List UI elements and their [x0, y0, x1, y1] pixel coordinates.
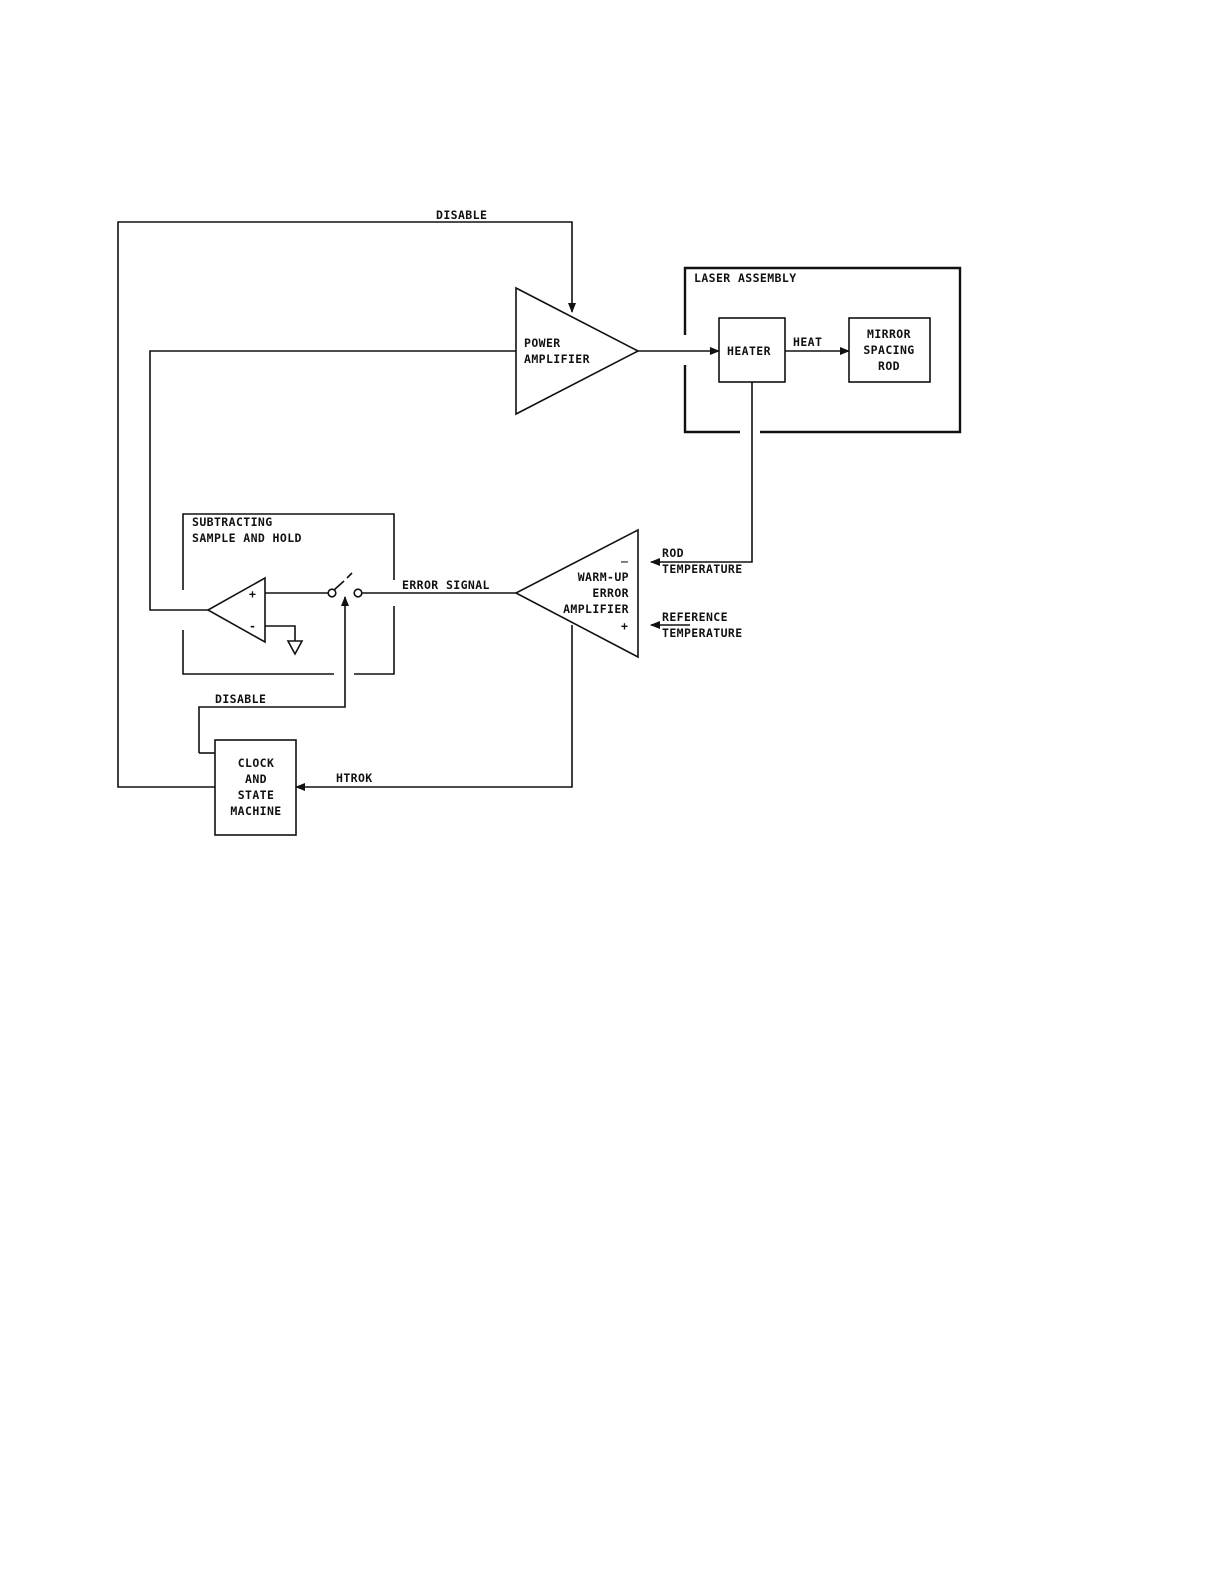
clock-label-3: STATE: [238, 788, 275, 802]
heater-label: HEATER: [727, 344, 771, 358]
warmup-label-1: WARM-UP: [578, 570, 629, 584]
laser-assembly-label: LASER ASSEMBLY: [694, 271, 797, 285]
clock-label-2: AND: [245, 772, 267, 786]
switch-terminal-right: [354, 589, 362, 597]
sample-hold-label-2: SAMPLE AND HOLD: [192, 531, 302, 545]
clock-label-1: CLOCK: [238, 756, 275, 770]
rod-temp-label-1: ROD: [662, 546, 684, 560]
power-amplifier-label-1: POWER: [524, 336, 561, 350]
hold-to-power-amp-line: [150, 351, 516, 610]
warmup-plus-sign: +: [621, 619, 628, 633]
disable-bottom-line: [199, 597, 345, 753]
mirror-label-1: MIRROR: [867, 327, 911, 341]
disable-bottom-label: DISABLE: [215, 692, 266, 706]
hold-opamp-minus: -: [249, 619, 256, 633]
power-amplifier-triangle: [516, 288, 638, 414]
mirror-label-2: SPACING: [863, 343, 914, 357]
htrok-label: HTROK: [336, 771, 373, 785]
warmup-label-2: ERROR: [592, 586, 629, 600]
rod-temp-label-2: TEMPERATURE: [662, 562, 743, 576]
clock-label-4: MACHINE: [230, 804, 281, 818]
mirror-label-3: ROD: [878, 359, 900, 373]
opamp-minus-to-ground-line: [265, 626, 295, 641]
warmup-minus-sign: _: [621, 549, 628, 564]
power-amplifier-label-2: AMPLIFIER: [524, 352, 590, 366]
rod-temperature-feedback-line: [651, 382, 752, 562]
ref-temp-label-2: TEMPERATURE: [662, 626, 743, 640]
ground-symbol: [288, 641, 302, 654]
hold-opamp-plus: +: [249, 587, 256, 601]
switch-blade: [334, 581, 344, 590]
ref-temp-label-1: REFERENCE: [662, 610, 728, 624]
error-signal-label: ERROR SIGNAL: [402, 578, 490, 592]
htrok-line: [296, 625, 572, 787]
heat-label: HEAT: [793, 335, 822, 349]
sample-hold-label-1: SUBTRACTING: [192, 515, 273, 529]
warmup-label-3: AMPLIFIER: [563, 602, 629, 616]
disable-top-label: DISABLE: [436, 208, 487, 222]
hold-opamp-triangle: [208, 578, 265, 642]
switch-blade-dash: [347, 573, 352, 578]
